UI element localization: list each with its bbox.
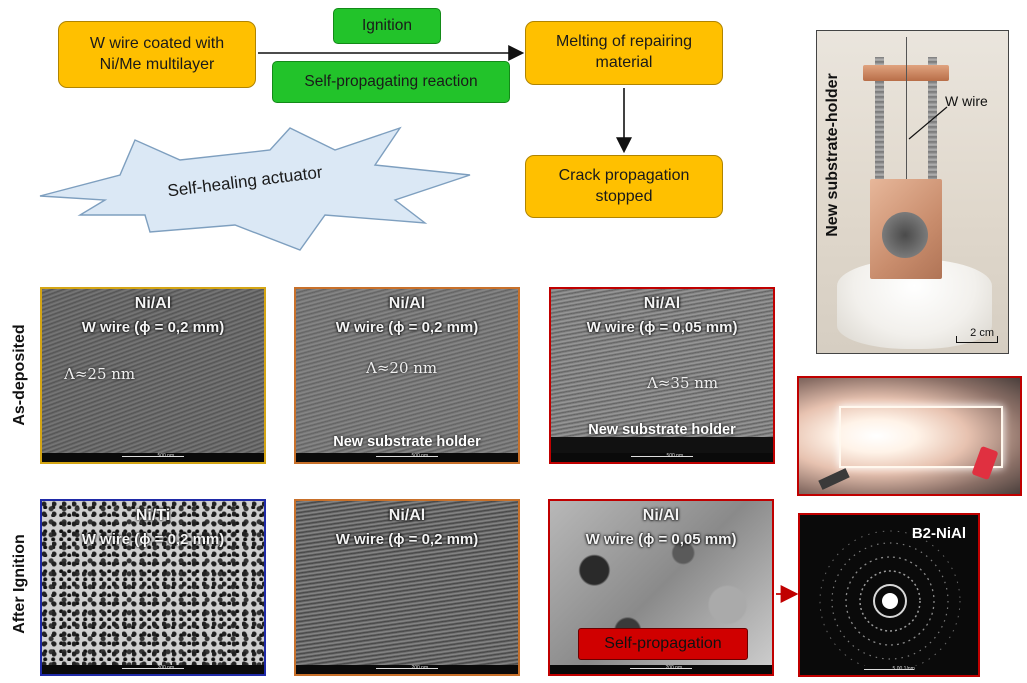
panel-4-material: Ni/Ti (135, 507, 171, 524)
micrograph-panel-5: Ni/Al W wire (ϕ = 0,2 mm) 200 nm (294, 499, 520, 676)
photo-scale-label: 2 cm (970, 327, 994, 339)
row-label-as-deposited: As-deposited (11, 324, 28, 426)
panel-2-period: Λ≈20 nm (366, 359, 438, 377)
panel-1-period: Λ≈25 nm (64, 365, 136, 383)
panel-3-period: Λ≈35 nm (647, 374, 719, 392)
holder-copper-block (870, 179, 942, 279)
self-propagation-badge: Self-propagation (578, 628, 748, 660)
photo-title: New substrate-holder (824, 73, 841, 237)
panel-5-wire: W wire (ϕ = 0,2 mm) (335, 531, 479, 548)
panel-5-material: Ni/Al (388, 507, 426, 524)
panel-1-material: Ni/Al (134, 295, 172, 312)
panel-2-note: New substrate holder (333, 434, 481, 450)
panel-3-note: New substrate holder (588, 422, 736, 438)
flow-label-ignition: Ignition (333, 8, 441, 44)
flow-box-start: W wire coated with Ni/Me multilayer (58, 21, 256, 88)
panel-2-material: Ni/Al (388, 295, 426, 312)
panel-2-wire: W wire (ϕ = 0,2 mm) (335, 319, 479, 336)
panel-1-scalebar: 500 nm (42, 453, 264, 462)
micrograph-panel-2: Ni/Al W wire (ϕ = 0,2 mm) Λ≈20 nm New su… (294, 287, 520, 464)
row-label-after-ignition: After Ignition (11, 534, 28, 634)
diffraction-rings (819, 530, 961, 672)
micrograph-panel-3: Ni/Al W wire (ϕ = 0,05 mm) Λ≈35 nm New s… (549, 287, 775, 464)
panel-3-scalebar: 500 nm (551, 453, 773, 462)
tungsten-wire (906, 37, 907, 187)
micrograph-panel-1: Ni/Al W wire (ϕ = 0,2 mm) Λ≈25 nm 500 nm (40, 287, 266, 464)
micrograph-panel-6: Ni/Al W wire (ϕ = 0,05 mm) Self-propagat… (548, 499, 774, 676)
panel-6-scalebar: 200 nm (550, 665, 772, 674)
panel-6-material: Ni/Al (642, 507, 680, 524)
holder-rod-right (928, 57, 937, 227)
panel-4-wire: W wire (ϕ = 0,2 mm) (81, 531, 225, 548)
flow-box-melting: Melting of repairing material (525, 21, 723, 85)
panel-3-material: Ni/Al (643, 295, 681, 312)
micrograph-panel-4: Ni/Ti W wire (ϕ = 0,2 mm) 200 nm (40, 499, 266, 676)
wire-label: W wire (945, 93, 988, 109)
panel-2-scalebar: 500 nm (296, 453, 518, 462)
flow-box-crack: Crack propagation stopped (525, 155, 723, 218)
panel-3-dark-edge (551, 437, 773, 453)
flow-label-reaction: Self-propagating reaction (272, 61, 510, 103)
panel-6-wire: W wire (ϕ = 0,05 mm) (585, 531, 737, 548)
panel-4-scalebar: 200 nm (42, 665, 264, 674)
panel-5-scalebar: 200 nm (296, 665, 518, 674)
panel-3-wire: W wire (ϕ = 0,05 mm) (586, 319, 738, 336)
actuator-label: Self-healing actuator (166, 162, 324, 201)
diffraction-label: B2-NiAl (911, 525, 966, 542)
holder-rod-left (875, 57, 884, 227)
ignition-glow-photo (797, 376, 1022, 496)
substrate-holder-photo: W wire New substrate-holder 2 cm (816, 30, 1009, 354)
panel-1-wire: W wire (ϕ = 0,2 mm) (81, 319, 225, 336)
diffraction-panel: B2-NiAl 5.00 1/nm (798, 513, 980, 677)
diffraction-scalebar: 5.00 1/nm (800, 666, 978, 675)
